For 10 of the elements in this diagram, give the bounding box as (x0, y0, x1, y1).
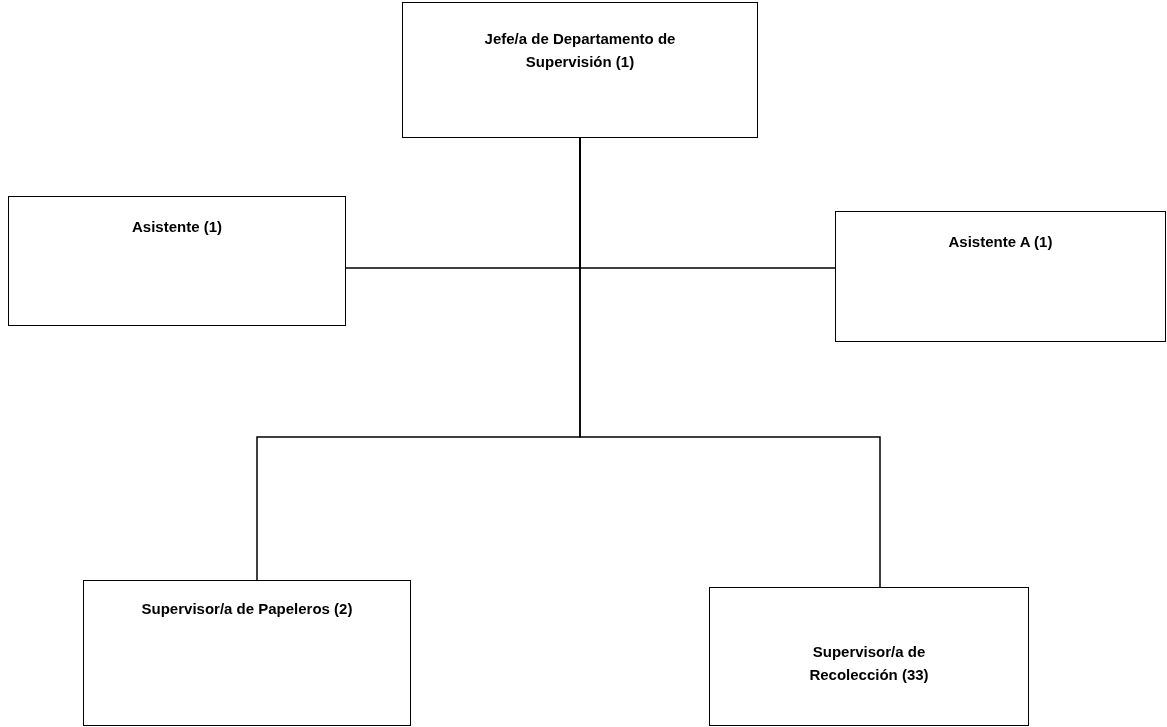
org-box (402, 2, 758, 138)
position-title: Asistente (1) (132, 217, 222, 237)
position-title: Supervisor/a de Papeleros (2) (141, 599, 353, 619)
position-title: Jefe/a de Departamento de Supervisión (1) (483, 29, 677, 73)
org-box (709, 587, 1029, 726)
org-box (835, 211, 1166, 342)
org-box (83, 580, 411, 726)
position-title: Supervisor/a de Recolección (33) (808, 642, 930, 686)
org-box (8, 196, 346, 326)
position-title: Asistente A (1) (948, 232, 1053, 252)
